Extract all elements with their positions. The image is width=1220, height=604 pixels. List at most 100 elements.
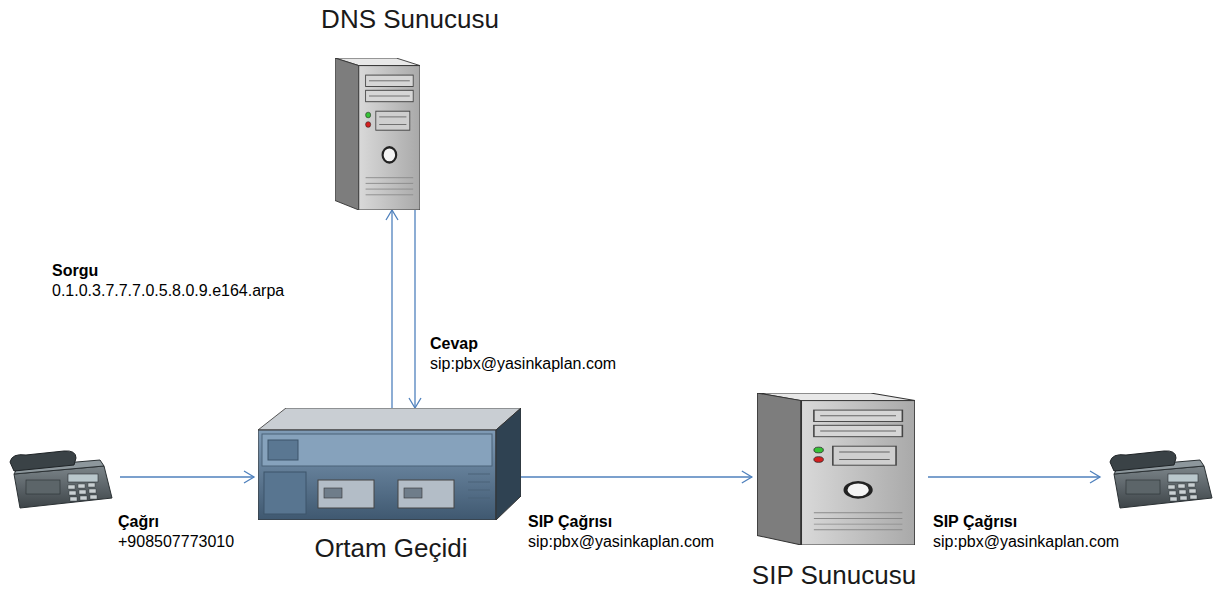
drawing-part [468,482,490,483]
drawing-part [1169,491,1176,495]
server-icon [757,393,915,545]
edge-label: SIP Çağrısı [528,512,612,532]
drawing-part [80,496,87,500]
drawing-part [90,495,97,499]
drawing-part [820,415,896,416]
telephone-icon [10,451,112,508]
drawing-part [369,96,410,97]
sip-server: SIP Sunucusu [752,393,916,590]
drawing-part [833,446,896,465]
call-arrow [120,476,254,477]
drawing-part [262,434,492,466]
drawing-part [820,431,896,432]
sip-uri: sip:pbx@yasinkaplan.com [528,532,714,552]
drawing-part [468,490,490,491]
dns-server: DNS Sunucusu [321,4,499,210]
drawing-part [268,440,298,460]
node-title: SIP Sunucusu [752,560,916,590]
gateway-icon [258,408,521,520]
drawing-part [366,75,414,86]
drawing-part [366,189,414,190]
drawing-part [1180,496,1187,500]
drawing-part [318,480,374,508]
server-icon [335,58,420,210]
edge-label: Cevap [430,334,478,354]
drawing-part [814,518,902,519]
drawing-part [383,147,397,162]
drawing-part [839,459,890,460]
drawing-part [324,488,342,498]
drawing-part [376,111,410,130]
drawing-part [814,457,823,463]
drawing-part [380,116,407,117]
drawing-part [366,90,414,101]
telephone-icon [1110,451,1212,508]
drawing-part [1188,483,1195,487]
drawing-part [366,112,371,118]
drawing-part [398,480,454,508]
drawing-part [1168,474,1198,482]
drawing-part [79,490,86,494]
drawing-part [814,513,902,530]
drawing-part [258,430,496,520]
drawing-part [380,124,407,125]
drawing-part [839,451,890,452]
drawing-part [845,482,870,497]
drawing-part [801,401,915,545]
drawing-part [468,474,490,498]
node-title: DNS Sunucusu [321,4,499,34]
drawing-part [69,491,76,495]
call-heading: SIP Çağrısı [933,512,1017,532]
drawing-part [89,489,96,493]
drawing-part [264,472,306,514]
drawing-part [1126,480,1160,494]
drawing-part [1190,495,1197,499]
drawing-part [366,178,414,195]
edge-label: Sorgu [52,261,98,281]
drawing-part [1178,484,1185,488]
drawing-part [366,194,414,195]
sip-uri: sip:pbx@yasinkaplan.com [430,354,616,374]
drawing-part [468,474,490,475]
drawing-part [88,483,95,487]
drawing-part [258,408,521,430]
node-title: Ortam Geçidi [314,533,467,563]
drawing-part [814,512,902,513]
call-heading: Çağrı [118,512,159,532]
drawing-part [10,451,76,471]
drawing-part [70,497,77,501]
drawing-part [1110,451,1176,471]
drawing-part [68,483,97,501]
drawing-part [404,488,422,498]
drawing-part [366,177,414,178]
drawing-part [26,480,60,494]
drawing-part [369,80,410,81]
drawing-part [366,122,371,128]
drawing-part [1179,490,1186,494]
drawing-part [68,474,98,482]
drawing-part [78,484,85,488]
sip-uri: sip:pbx@yasinkaplan.com [933,532,1119,552]
drawing-part [1168,483,1197,501]
call-arrow [928,476,1100,477]
connector-arrow [521,476,752,477]
drawing-part [757,393,801,545]
drawing-part [1170,497,1177,501]
drawing-part [1189,489,1196,493]
enum-query: 0.1.0.3.7.7.7.0.5.8.0.9.e164.arpa [52,281,284,301]
media-gateway: Ortam Geçidi [258,408,521,563]
drawing-part [496,408,521,520]
drawing-part [366,183,414,184]
phone-number: +908507773010 [118,532,234,552]
drawing-part [359,66,420,210]
drawing-part [335,58,359,210]
drawing-part [814,410,902,421]
drawing-part [468,498,490,499]
drawing-part [814,524,902,525]
drawing-part [814,447,823,453]
drawing-part [814,425,902,436]
connector-arrow [414,210,415,408]
drawing-part [68,485,75,489]
